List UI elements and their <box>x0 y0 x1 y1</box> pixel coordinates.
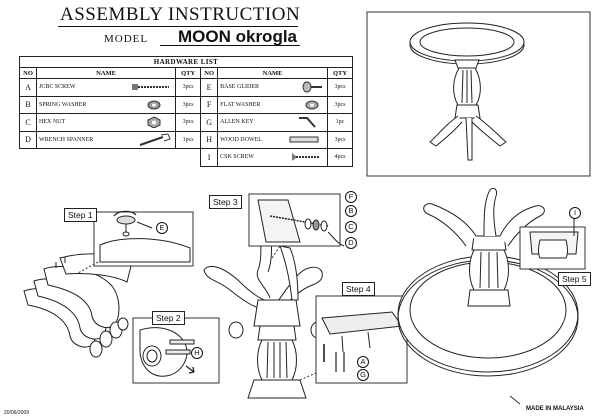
callout-b: B <box>345 205 357 217</box>
dowel-detail <box>139 327 195 377</box>
hardware-list-caption: HARDWARE LIST <box>19 56 353 68</box>
preview-frame <box>366 11 591 177</box>
item-name: BASE GLIDER <box>217 78 328 97</box>
item-qty: 4pcs <box>327 148 353 167</box>
step2-label: Step 2 <box>152 311 185 325</box>
washer-icon <box>147 100 161 109</box>
step3-illustration <box>203 205 326 399</box>
step5-illustration <box>397 187 579 377</box>
step1-detail-frame <box>93 211 194 267</box>
table-row: C HEX NUT 3pcs G ALLEN KEY 1pc <box>19 113 353 132</box>
item-name: SPRING WASHER <box>35 95 177 114</box>
model-underline <box>160 45 300 46</box>
document-date: 20/06/2009 <box>4 410 30 416</box>
glider-icon <box>302 81 322 93</box>
item-name: WRENCH SPANNER <box>35 130 177 149</box>
document-title: ASSEMBLY INSTRUCTION <box>60 4 301 25</box>
csk-screw-detail <box>529 218 579 259</box>
step3-label: Step 3 <box>209 195 242 209</box>
step5-label: Step 5 <box>558 272 591 286</box>
item-no: E <box>200 78 219 97</box>
table-row: D WRENCH SPANNER 1pcs H WOOD DOWEL 3pcs <box>19 130 353 149</box>
col-name-left: NAME <box>35 67 177 79</box>
washer-icon <box>305 100 319 109</box>
step3-detail-frame <box>248 193 341 247</box>
col-qty-left: QTY <box>175 67 202 79</box>
callout-c: C <box>345 221 357 233</box>
item-name: JCBC SCREW <box>35 78 177 97</box>
item-name: FLAT WASHER <box>217 95 328 114</box>
made-in-label: MADE IN MALAYSIA <box>526 406 584 412</box>
item-qty: 3pcs <box>175 78 202 97</box>
item-qty: 3pcs <box>327 78 353 97</box>
model-label: MODEL <box>104 33 149 45</box>
item-name: WOOD DOWEL <box>217 130 328 149</box>
callout-g: G <box>357 369 369 381</box>
col-no-left: NO <box>19 67 37 79</box>
col-qty-right: QTY <box>327 67 353 79</box>
item-no: A <box>19 78 37 97</box>
item-qty: 3pcs <box>175 113 202 132</box>
item-qty: 1pc <box>327 113 353 132</box>
step2-detail-frame <box>132 317 220 384</box>
title-underline <box>58 26 298 27</box>
table-row: I CSK SCREW 4pcs <box>20 148 353 167</box>
table-row: B SPRING WASHER 3pcs F FLAT WASHER 3pcs <box>19 95 353 114</box>
bolt-detail <box>257 199 345 247</box>
dowel-icon <box>289 136 319 142</box>
item-name: ALLEN KEY <box>217 113 328 132</box>
screw-icon <box>132 84 170 90</box>
item-qty: 1pcs <box>175 130 202 149</box>
col-name-right: NAME <box>217 67 328 79</box>
step1-label: Step 1 <box>64 208 97 222</box>
model-value: MOON okrogla <box>178 27 298 46</box>
item-no: B <box>19 95 37 114</box>
allen-key-icon <box>299 117 316 128</box>
item-name: HEX NUT <box>35 113 177 132</box>
item-no: G <box>200 113 219 132</box>
item-no: F <box>200 95 219 114</box>
hardware-list-table: HARDWARE LIST NO NAME QTY NO NAME QTY A … <box>19 56 353 167</box>
item-name: CSK SCREW <box>217 148 328 167</box>
assembled-table-illustration <box>409 22 525 161</box>
callout-i: I <box>569 207 581 219</box>
spanner-icon <box>139 132 171 146</box>
nut-icon <box>147 116 161 128</box>
callout-h: H <box>191 347 203 359</box>
col-no-right: NO <box>200 67 219 79</box>
callout-d: D <box>345 237 357 249</box>
glider-detail <box>99 210 191 263</box>
callout-f: F <box>345 191 357 203</box>
step1-illustration <box>23 253 133 358</box>
item-qty: 3pcs <box>327 130 353 149</box>
item-no: D <box>19 130 37 149</box>
screw-icon <box>292 153 320 161</box>
item-qty: 3pcs <box>175 95 202 114</box>
callout-a: A <box>357 356 369 368</box>
table-row: A JCBC SCREW 3pcs E BASE GLIDER 3pcs <box>19 78 353 97</box>
step5-detail-frame <box>519 226 586 270</box>
item-no: I <box>200 148 219 167</box>
item-no: C <box>19 113 37 132</box>
item-qty: 3pcs <box>327 95 353 114</box>
step4-label: Step 4 <box>342 282 375 296</box>
callout-e: E <box>156 222 168 234</box>
item-no: H <box>200 130 219 149</box>
